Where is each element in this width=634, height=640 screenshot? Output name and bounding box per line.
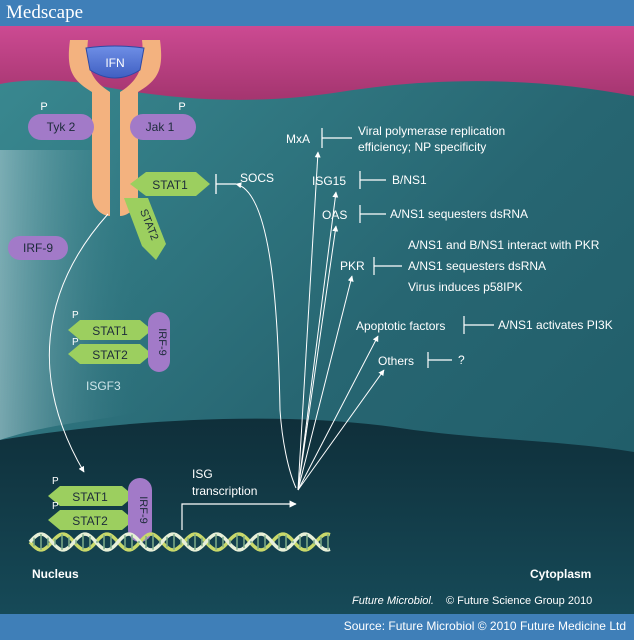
isg15-label: ISG15 <box>312 174 346 188</box>
jak1-label: Jak 1 <box>146 120 175 134</box>
transcription-label: transcription <box>192 484 257 498</box>
isgf3-stat1 <box>68 320 152 340</box>
jak1-kinase <box>130 114 196 140</box>
isgf3-p2: P <box>72 337 79 348</box>
pkr-viral-1: A/NS1 and B/NS1 interact with PKR <box>408 238 600 252</box>
translocation-arrow <box>48 213 109 473</box>
footer-bar: Source: Future Microbiol © 2010 Future M… <box>0 614 634 640</box>
isgf3-irf9 <box>148 312 170 372</box>
arrow-to-mxa <box>297 151 321 491</box>
isgf3-stat1-label: STAT1 <box>92 324 128 338</box>
isgf3-stat2-label: STAT2 <box>92 348 128 362</box>
isg-label: ISG <box>192 467 213 481</box>
tyk2-kinase <box>28 114 94 140</box>
dna-base-pairs <box>33 534 329 550</box>
nuclear-stat1-label: STAT1 <box>72 490 108 504</box>
ifn-label: IFN <box>105 56 124 70</box>
oas-viral: A/NS1 sequesters dsRNA <box>390 207 528 221</box>
medscape-logo[interactable]: Medscape <box>6 2 84 23</box>
nuclear-stat2-label: STAT2 <box>72 514 108 528</box>
nucleus-label: Nucleus <box>32 567 79 581</box>
others-label: Others <box>378 354 414 368</box>
apoptotic-viral: A/NS1 activates PI3K <box>498 318 613 332</box>
nuclear-p1: P <box>52 476 59 487</box>
dna-strand-a <box>28 532 331 552</box>
header-bar: Medscape <box>0 0 634 26</box>
isgf3-stat2 <box>68 344 152 364</box>
isg15-viral: B/NS1 <box>392 173 427 187</box>
cytoplasm-label: Cytoplasm <box>530 567 591 581</box>
mxa-viral-2: efficiency; NP specificity <box>358 140 486 154</box>
light-gradient <box>0 150 140 440</box>
pkr-label: PKR <box>340 259 365 273</box>
irf9-free <box>8 236 68 260</box>
arrow-to-apoptotic <box>297 335 379 491</box>
stat1-receptor <box>130 172 210 196</box>
pkr-viral-2: A/NS1 sequesters dsRNA <box>408 259 546 273</box>
citation-rest: © Future Science Group 2010 <box>446 595 592 607</box>
ifn-ligand <box>85 45 145 79</box>
apoptotic-label: Apoptotic factors <box>356 319 445 333</box>
arrow-to-pkr <box>297 275 354 491</box>
mxa-viral-1: Viral polymerase replication <box>358 124 505 138</box>
citation-journal: Future Microbiol. <box>352 595 434 607</box>
socs-label: SOCS <box>240 171 274 185</box>
arrow-to-oas <box>297 225 339 491</box>
socs-feedback-arrow <box>235 182 297 489</box>
nuclear-irf9 <box>128 478 152 542</box>
stat2-receptor <box>124 198 166 260</box>
nuclear-irf9-label: IRF-9 <box>137 496 149 524</box>
oas-label: OAS <box>322 208 347 222</box>
nuclear-p2: P <box>52 501 59 512</box>
receptor-right-chain <box>120 40 162 216</box>
nuclear-stat2 <box>48 510 134 530</box>
isgf3-irf9-label: IRF-9 <box>156 328 168 356</box>
others-viral: ? <box>458 353 465 367</box>
nucleus-region <box>0 418 634 614</box>
jak1-phospho: P <box>178 101 185 113</box>
isgf3-label: ISGF3 <box>86 379 121 393</box>
dna-helix <box>28 532 331 552</box>
pkr-viral-3: Virus induces p58IPK <box>408 280 523 294</box>
irf9-free-label: IRF-9 <box>23 241 53 255</box>
arrow-to-isg15 <box>297 191 339 491</box>
isgf3-p1: P <box>72 310 79 321</box>
arrow-to-others <box>297 369 385 491</box>
tyk2-phospho: P <box>40 101 47 113</box>
tyk2-label: Tyk 2 <box>47 120 76 134</box>
nuclear-stat1 <box>48 486 134 506</box>
receptor-left-chain <box>68 40 110 216</box>
transcription-arrow <box>181 500 297 530</box>
mxa-label: MxA <box>286 132 310 146</box>
stat1-receptor-label: STAT1 <box>152 178 188 192</box>
source-credit: Source: Future Microbiol © 2010 Future M… <box>343 619 626 633</box>
dna-strand-b <box>28 532 331 552</box>
